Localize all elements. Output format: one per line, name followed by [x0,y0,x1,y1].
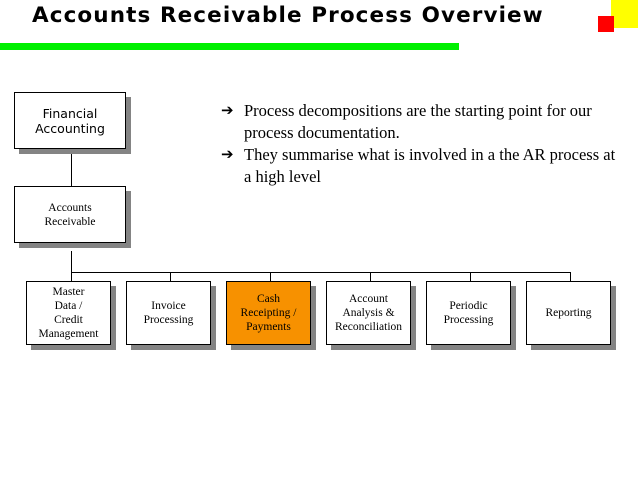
node-cash-receipting-payments-label: Cash Receipting / Payments [240,293,297,333]
title-accent-rule [0,43,459,50]
page-title: Accounts Receivable Process Overview [32,3,544,28]
node-invoice-processing-label: Invoice Processing [143,300,194,326]
node-periodic-processing[interactable]: Periodic Processing [426,281,511,345]
arrow-right-icon: ➔ [221,101,234,119]
connector-bus-to-cash-receipting [270,272,271,281]
node-master-data-credit-management-label: Master Data / Credit Management [38,286,99,340]
connector-bus-to-periodic-processing [470,272,471,281]
bullet-item-2-text: They summarise what is involved in a the… [244,145,616,186]
node-periodic-processing-label: Periodic Processing [443,300,494,326]
corner-red-square-decoration [598,16,614,32]
node-invoice-processing[interactable]: Invoice Processing [126,281,211,345]
node-account-analysis-reconciliation[interactable]: Account Analysis & Reconciliation [326,281,411,345]
bullet-item-2: ➔ They summarise what is involved in a t… [221,144,621,187]
node-reporting-label: Reporting [545,307,592,319]
node-financial-accounting-label: Financial Accounting [35,105,105,136]
corner-yellow-square-decoration [611,0,638,28]
arrow-right-icon: ➔ [221,145,234,163]
bullet-item-1: ➔ Process decompositions are the startin… [221,100,621,143]
connector-bus-to-master-data [71,272,72,281]
bullet-item-1-text: Process decompositions are the starting … [244,101,592,142]
connector-bus-to-invoice-processing [170,272,171,281]
slide-header: Accounts Receivable Process Overview [0,0,638,62]
bullet-list: ➔ Process decompositions are the startin… [221,100,621,188]
node-financial-accounting[interactable]: Financial Accounting [14,92,126,149]
node-master-data-credit-management[interactable]: Master Data / Credit Management [26,281,111,345]
connector-receivable-to-bus [71,251,72,273]
connector-financial-to-receivable [71,151,72,186]
node-cash-receipting-payments[interactable]: Cash Receipting / Payments [226,281,311,345]
node-accounts-receivable[interactable]: Accounts Receivable [14,186,126,243]
node-reporting[interactable]: Reporting [526,281,611,345]
connector-horizontal-bus [71,272,571,273]
node-account-analysis-reconciliation-label: Account Analysis & Reconciliation [334,293,403,333]
node-accounts-receivable-label: Accounts Receivable [44,201,96,228]
connector-bus-to-account-analysis [370,272,371,281]
connector-bus-to-reporting [570,272,571,281]
